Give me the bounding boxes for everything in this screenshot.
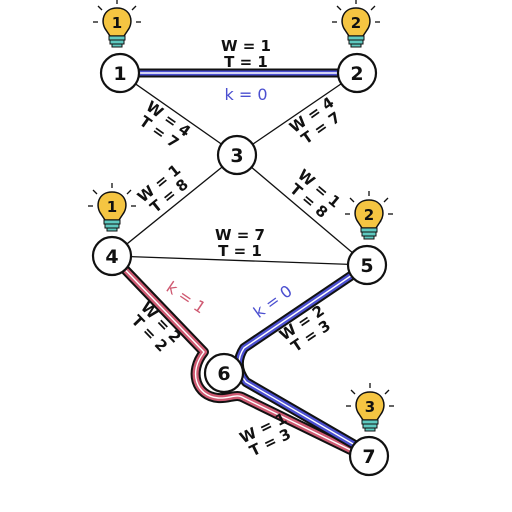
bulbs: 1 2 1 2 [88,0,394,432]
edge-1-2-t: T = 1 [224,53,268,71]
edge-4-5 [111,255,368,266]
node-2: 2 [336,52,378,94]
lightbulb-icon: 3 [346,383,394,432]
node-label: 1 [113,63,126,85]
edge-1-3 [119,72,238,156]
node-3: 3 [216,134,258,176]
node-1: 1 [99,52,141,94]
k-label-blue-top: k = 0 [224,85,267,104]
node-label: 7 [362,446,375,468]
node-label: 4 [105,246,118,268]
bulb-number: 1 [112,14,122,32]
edge-2-3 [236,72,358,156]
lightbulb-icon: 2 [345,191,393,240]
edge-4-5-w: W = 7 [215,226,265,244]
node-label: 2 [350,63,363,85]
lightbulb-icon: 1 [88,183,136,232]
lightbulb-icon: 2 [332,0,380,48]
edge-3-4 [111,154,238,257]
lightbulb-icon: 1 [93,0,141,48]
edge-4-5-t: T = 1 [218,242,262,260]
bulb-number: 2 [364,206,374,224]
edge-1-2-w: W = 1 [221,37,271,55]
node-label: 6 [217,363,230,385]
node-label: 3 [230,145,243,167]
edge-3-5 [236,154,368,266]
node-7: 7 [348,435,390,477]
edges [111,72,368,266]
bulb-number: 3 [365,398,375,416]
nodes: 1 2 3 4 5 6 7 [91,52,390,477]
node-5: 5 [346,244,388,286]
bulb-number: 1 [107,198,117,216]
node-6: 6 [203,352,245,394]
bulb-number: 2 [351,14,361,32]
path-red [107,251,372,463]
node-4: 4 [91,235,133,277]
node-label: 5 [360,255,373,277]
